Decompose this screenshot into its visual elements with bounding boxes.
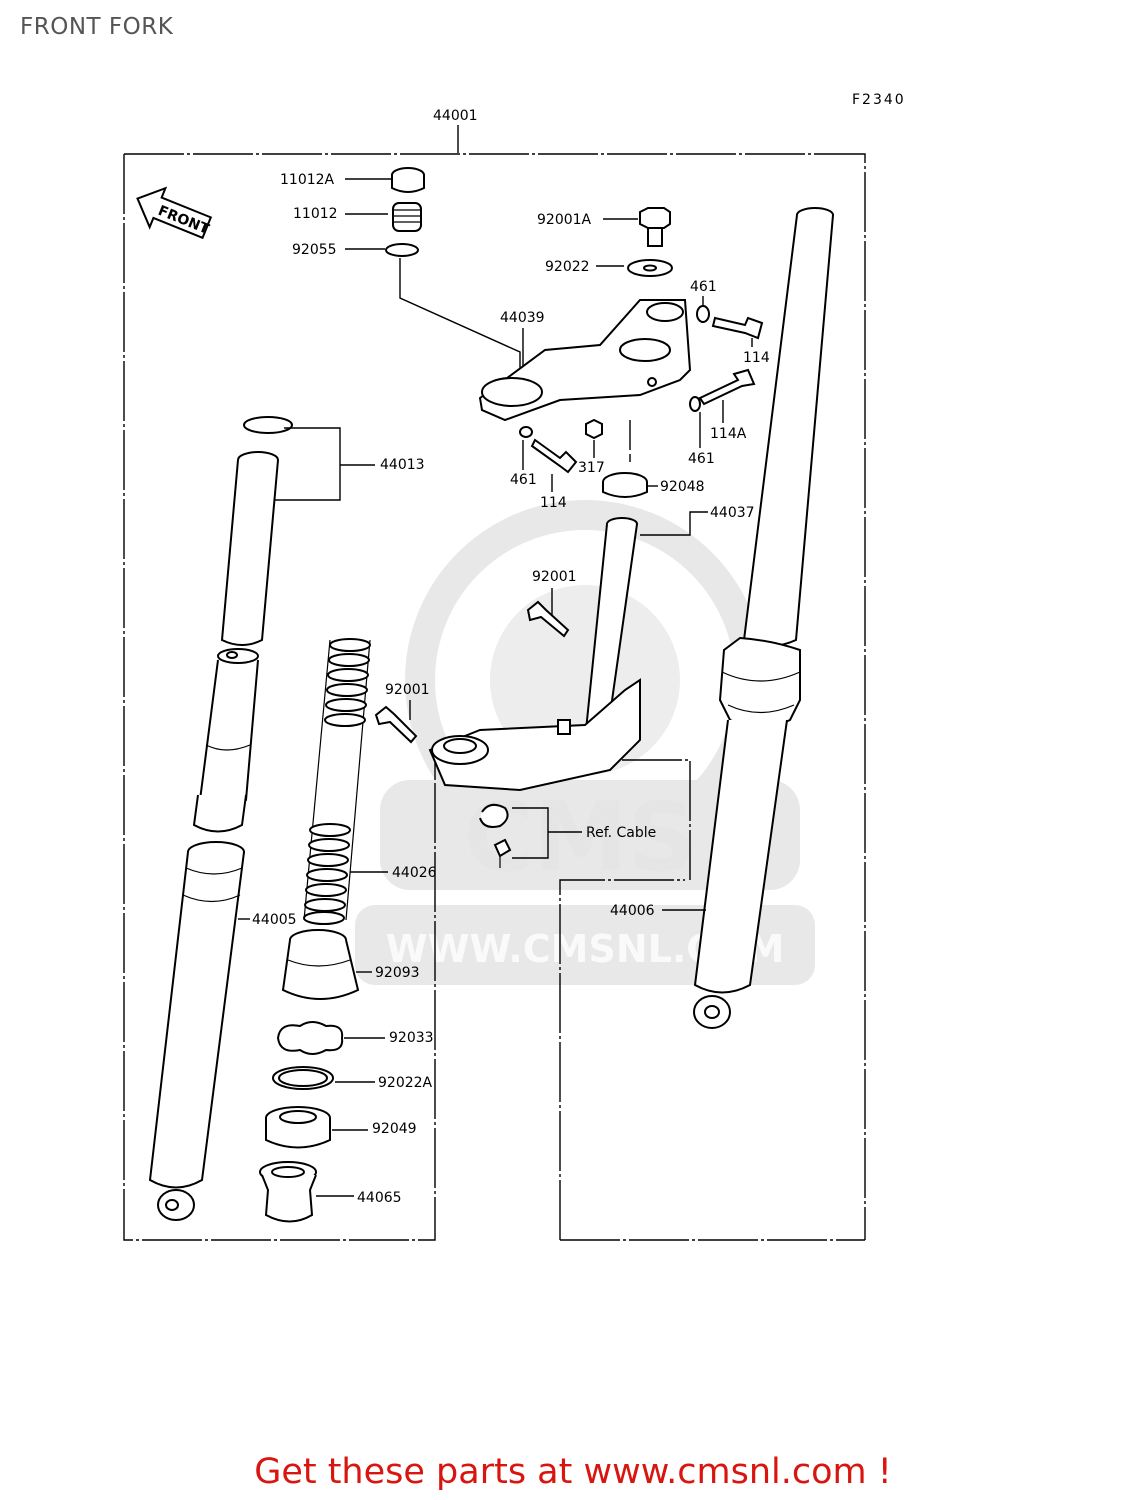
label-11012: 11012 xyxy=(293,206,338,222)
label-44065: 44065 xyxy=(357,1190,402,1206)
label-92001-upper: 92001 xyxy=(532,569,577,585)
part-44026-spring xyxy=(303,638,371,925)
label-44005: 44005 xyxy=(252,912,297,928)
part-92049-oil-seal xyxy=(265,1106,331,1149)
label-114-top: 114 xyxy=(743,350,770,366)
assembly-bracket-44001 xyxy=(123,153,866,1241)
part-92093-dust-seal xyxy=(281,929,360,1000)
label-92049: 92049 xyxy=(372,1121,417,1137)
page-title: FRONT FORK xyxy=(20,14,174,40)
label-92048: 92048 xyxy=(660,479,705,495)
part-92001A-bolt xyxy=(639,207,671,229)
figure-code: F2340 xyxy=(852,92,906,108)
label-44039: 44039 xyxy=(500,310,545,326)
part-461-washer-top xyxy=(696,305,710,323)
part-92001-bolt-lower xyxy=(374,705,418,744)
part-44005-outer-tube xyxy=(148,841,245,1221)
label-92001-lower: 92001 xyxy=(385,682,430,698)
label-44001: 44001 xyxy=(433,108,478,124)
part-114-bolt-bottom xyxy=(530,438,578,474)
front-arrow: FRONT xyxy=(136,186,213,240)
label-92055: 92055 xyxy=(292,242,337,258)
label-44013: 44013 xyxy=(380,457,425,473)
part-11012-plug xyxy=(392,202,422,232)
part-44065-bushing xyxy=(259,1161,317,1223)
footer-cta[interactable]: Get these parts at www.cmsnl.com ! xyxy=(254,1452,892,1492)
part-44037-stem-lower-bracket xyxy=(428,517,641,792)
watermark-logo-text: CMS xyxy=(464,783,697,893)
label-317: 317 xyxy=(578,460,605,476)
part-44006-right-fork xyxy=(693,207,834,1029)
part-114A-bolt xyxy=(698,368,756,406)
part-317-nut xyxy=(585,418,603,440)
part-44039-upper-bracket xyxy=(478,299,692,422)
part-92033-ring xyxy=(276,1021,344,1055)
label-11012A: 11012A xyxy=(280,172,335,188)
part-92055-oring xyxy=(385,243,419,257)
part-92001-bolt-upper xyxy=(526,600,570,638)
label-ref-cable: Ref. Cable xyxy=(586,825,656,841)
part-114-bolt-top xyxy=(711,316,764,340)
label-92001A: 92001A xyxy=(537,212,592,228)
label-44026: 44026 xyxy=(392,865,437,881)
label-92022A: 92022A xyxy=(378,1075,433,1091)
label-114A: 114A xyxy=(710,426,747,442)
front-fork-diagram: CMS WWW.CMSNL.COM F2340 44001 FRONT 1101… xyxy=(123,92,906,1241)
label-44037: 44037 xyxy=(710,505,755,521)
label-461-top: 461 xyxy=(690,279,717,295)
part-cable-clamp xyxy=(479,803,512,868)
label-114-bottom: 114 xyxy=(540,495,567,511)
part-44013-circlip xyxy=(243,416,293,434)
label-92033: 92033 xyxy=(389,1030,434,1046)
label-44006: 44006 xyxy=(610,903,655,919)
part-461-washer-right xyxy=(689,396,701,412)
part-461-washer-left xyxy=(519,426,533,438)
label-461-right: 461 xyxy=(688,451,715,467)
label-92093: 92093 xyxy=(375,965,420,981)
label-92022: 92022 xyxy=(545,259,590,275)
label-461-left: 461 xyxy=(510,472,537,488)
part-44013-inner-tube xyxy=(192,451,279,833)
